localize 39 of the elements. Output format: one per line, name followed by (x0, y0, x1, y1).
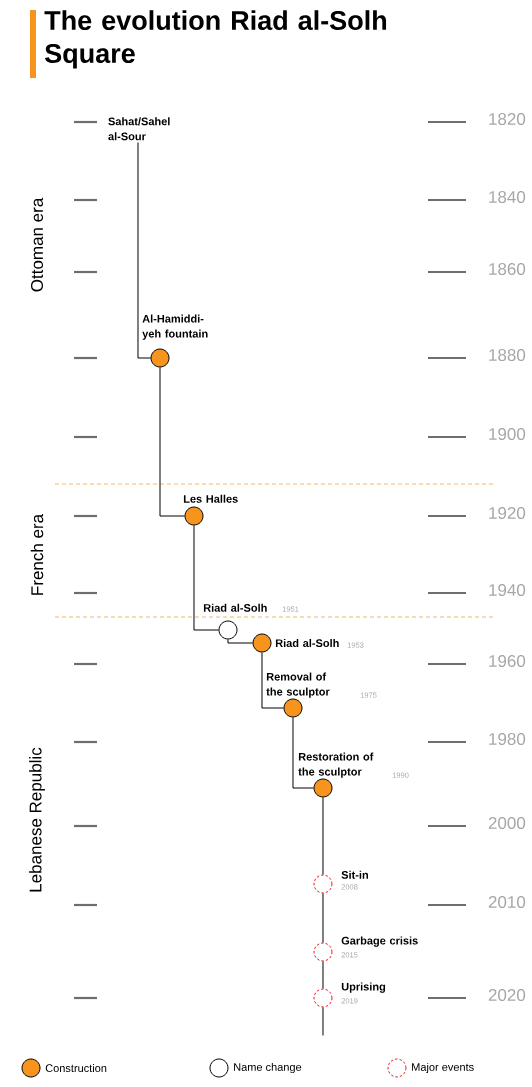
connector-line (292, 717, 314, 789)
connector-line (159, 367, 185, 517)
connector-line (227, 639, 253, 644)
era-label: Ottoman era (31, 197, 43, 292)
year-label: 1840 (489, 191, 526, 204)
connector-line (193, 525, 219, 631)
legend-label: Major events (412, 1062, 474, 1074)
event-label: Removal of the sculptor (266, 672, 330, 698)
year-label: 1980 (489, 733, 526, 746)
connector-line (322, 1007, 324, 1036)
year-label: 2000 (488, 817, 526, 830)
year-label: 2020 (488, 989, 526, 1002)
event-label: Riad al-Solh (275, 638, 339, 648)
year-label: 1920 (489, 507, 526, 520)
connector-line (322, 797, 324, 875)
event-label: Sahat/Sahel al-Sour (108, 117, 170, 141)
event-label: Al-Hamiddi-yeh fountain (142, 314, 208, 340)
year-label: 1940 (489, 584, 526, 597)
connector-line (322, 961, 324, 989)
event-label: Restoration of the sculptor (298, 752, 374, 778)
year-label: 2010 (488, 896, 526, 909)
year-label: 1880 (489, 349, 526, 362)
year-label: 1860 (489, 263, 526, 276)
event-label: Uprising (341, 982, 386, 993)
event-label: Garbage crisis (341, 936, 418, 947)
connector-line (137, 142, 151, 359)
era-label: French era (30, 513, 44, 595)
title: The evolution Riad al-Solh Square (44, 10, 387, 69)
era-label: Lebanese Republic (29, 747, 45, 892)
year-label: 1900 (489, 428, 526, 441)
legend-label: Construction (45, 1063, 107, 1073)
connector-line (322, 893, 324, 943)
event-label: Les Halles (183, 494, 238, 503)
year-label: 1820 (489, 113, 526, 126)
event-label: Riad al-Solh (203, 603, 267, 612)
connector-line (261, 652, 284, 709)
legend-label: Name change (234, 1062, 302, 1074)
event-label: Sit-in (341, 870, 368, 879)
year-label: 1960 (489, 655, 526, 668)
